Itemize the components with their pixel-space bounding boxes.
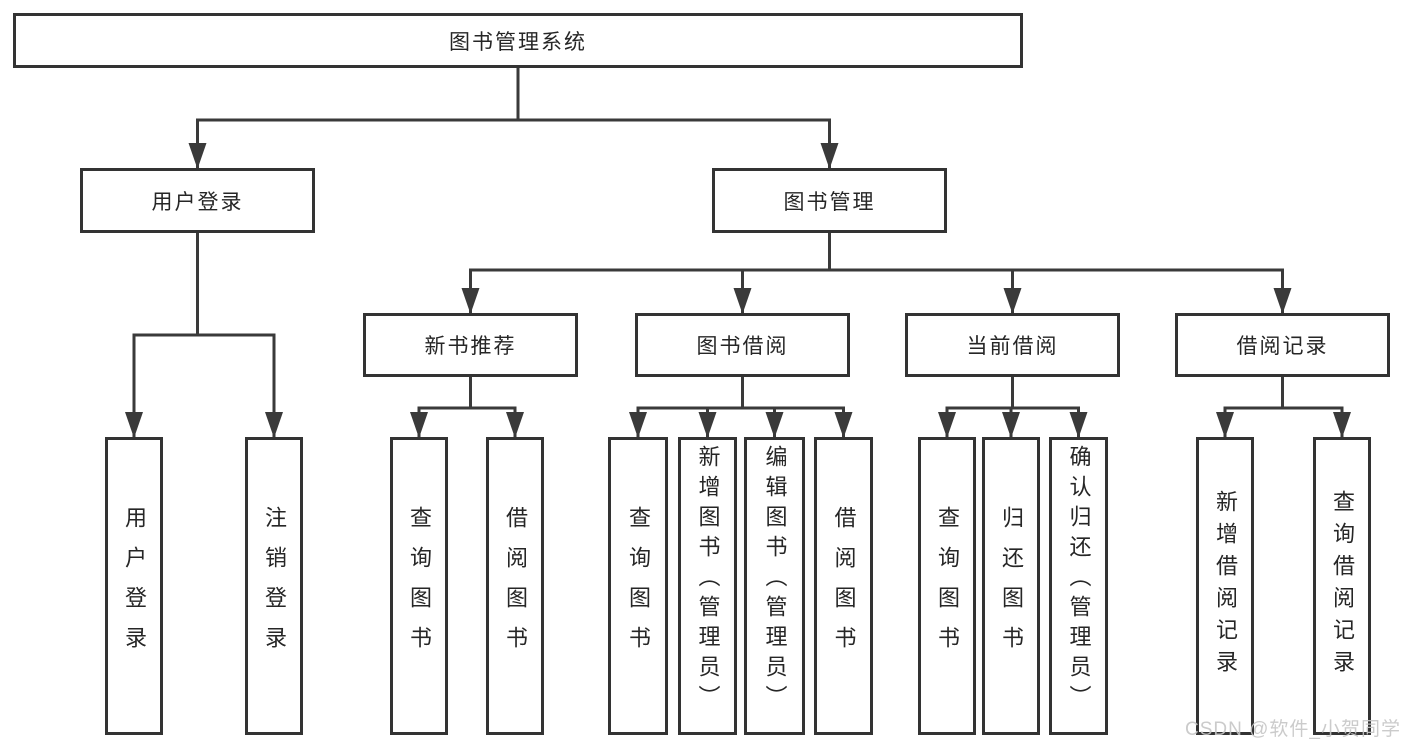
node-system: 图书管理系统 xyxy=(13,13,1023,68)
node-book-borrow: 图书借阅 xyxy=(635,313,850,377)
node-leaf-borrow-book-2: 借阅图书 xyxy=(814,437,873,735)
node-leaf-query-book-2: 查询图书 xyxy=(608,437,668,735)
connector-system xyxy=(196,64,831,170)
arrowhead-down xyxy=(698,412,717,438)
arrowhead-down xyxy=(733,288,752,314)
arrowhead-down xyxy=(188,143,207,169)
arrowhead-down xyxy=(1273,288,1292,314)
csdn-watermark: CSDN @软件_小贺同学 xyxy=(1185,719,1401,740)
connector-book-mgmt xyxy=(469,229,1284,315)
arrowhead-down xyxy=(461,288,480,314)
node-leaf-add-book: 新增图书（管理员） xyxy=(678,437,737,735)
node-leaf-logout: 注销登录 xyxy=(245,437,303,735)
arrowhead-down xyxy=(820,143,839,169)
arrowhead-down xyxy=(629,412,647,438)
arrowhead-down xyxy=(1069,412,1088,438)
node-leaf-query-book-1: 查询图书 xyxy=(390,437,448,735)
arrowhead-down xyxy=(1003,288,1022,314)
node-label: 图书借阅 xyxy=(696,335,789,358)
arrowhead-down xyxy=(265,412,283,438)
connector-user-login xyxy=(132,229,276,439)
node-label: 用户登录 xyxy=(151,190,244,214)
arrowhead-down xyxy=(938,412,956,438)
node-leaf-confirm-return: 确认归还（管理员） xyxy=(1049,437,1108,735)
node-label: 编辑图书（管理员） xyxy=(762,445,788,715)
node-leaf-borrow-book-1: 借阅图书 xyxy=(486,437,544,735)
node-label: 归还图书 xyxy=(999,506,1024,666)
node-label: 查询借阅记录 xyxy=(1330,490,1355,682)
arrowhead-down xyxy=(410,412,428,438)
node-label: 借阅记录 xyxy=(1236,335,1329,358)
arrowhead-down xyxy=(765,412,784,438)
node-label: 借阅图书 xyxy=(831,506,857,666)
arrowhead-down xyxy=(1216,412,1234,438)
connector-book-borrow xyxy=(636,373,845,439)
node-label: 新增借阅记录 xyxy=(1213,490,1238,682)
node-new-book-rec: 新书推荐 xyxy=(363,313,578,377)
node-current-borrow: 当前借阅 xyxy=(905,313,1120,377)
node-label: 注销登录 xyxy=(262,506,287,666)
node-leaf-return-book: 归还图书 xyxy=(982,437,1040,735)
arrowhead-down xyxy=(1333,412,1351,438)
node-label: 查询图书 xyxy=(935,506,960,666)
node-label: 图书管理 xyxy=(783,190,876,214)
node-label: 当前借阅 xyxy=(966,335,1059,358)
node-borrow-records: 借阅记录 xyxy=(1175,313,1390,377)
node-label: 确认归还（管理员） xyxy=(1066,445,1092,715)
connector-new-book-rec xyxy=(417,373,517,439)
node-book-mgmt: 图书管理 xyxy=(712,168,947,233)
arrowhead-down xyxy=(125,412,143,438)
node-leaf-query-record: 查询借阅记录 xyxy=(1313,437,1371,735)
node-leaf-query-book-3: 查询图书 xyxy=(918,437,976,735)
node-label: 查询图书 xyxy=(407,506,432,666)
arrowhead-down xyxy=(834,412,853,438)
node-user-login: 用户登录 xyxy=(80,168,315,233)
arrowhead-down xyxy=(1002,412,1020,438)
node-label: 用户登录 xyxy=(122,506,147,666)
node-label: 新书推荐 xyxy=(424,335,517,358)
node-leaf-edit-book: 编辑图书（管理员） xyxy=(744,437,805,735)
node-leaf-add-record: 新增借阅记录 xyxy=(1196,437,1254,735)
arrowhead-down xyxy=(506,412,524,438)
node-label: 新增图书（管理员） xyxy=(695,445,721,715)
connector-borrow-records xyxy=(1223,373,1344,439)
node-leaf-user-login: 用户登录 xyxy=(105,437,163,735)
node-label: 查询图书 xyxy=(626,506,651,666)
node-label: 图书管理系统 xyxy=(449,30,587,54)
node-label: 借阅图书 xyxy=(503,506,528,666)
